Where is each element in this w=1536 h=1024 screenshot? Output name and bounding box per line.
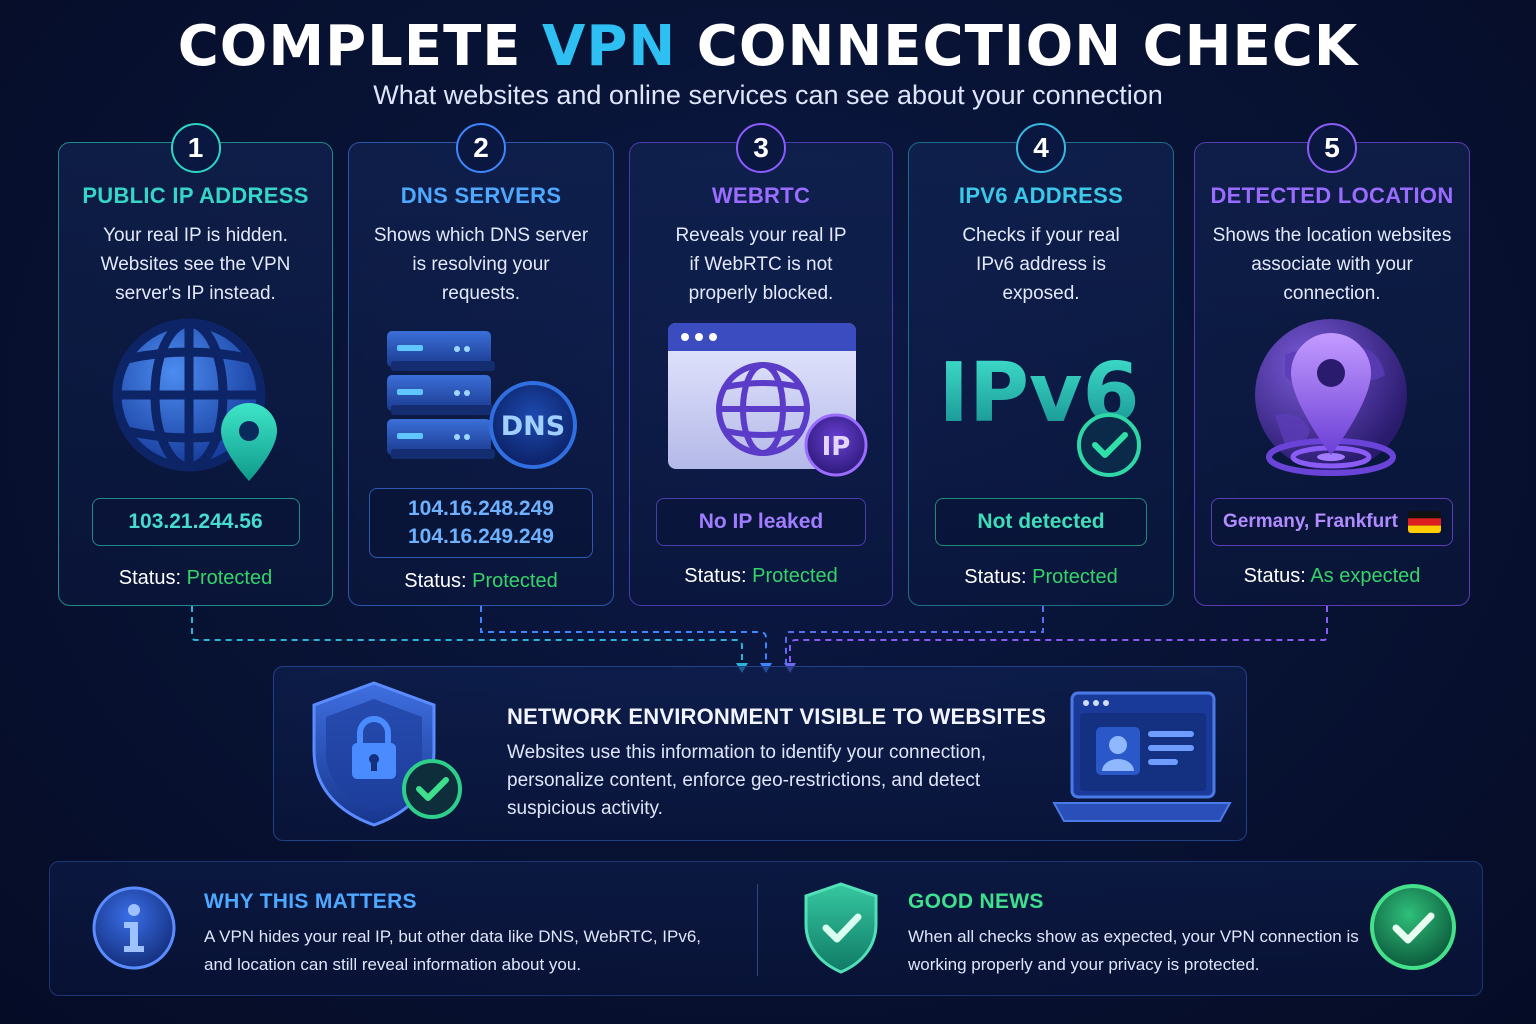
card-dns-servers: 2 DNS SERVERS Shows which DNS server is … — [348, 123, 614, 606]
step-badge: 5 — [1307, 123, 1357, 173]
dns-server-1: 104.16.248.249 — [408, 497, 554, 520]
location-value: Germany, Frankfurt — [1223, 511, 1398, 532]
card-status: Status: Protected — [118, 567, 273, 589]
card-status: Status: Protected — [964, 566, 1118, 588]
card-description: Reveals your real IP if WebRTC is not pr… — [675, 225, 847, 304]
globe-pin-icon — [1195, 315, 1469, 485]
status-value: Protected — [752, 565, 838, 587]
network-environment-panel: NETWORK ENVIRONMENT VISIBLE TO WEBSITES … — [273, 666, 1247, 841]
step-badge: 3 — [736, 123, 786, 173]
dns-value-box: 104.16.248.249 104.16.249.249 — [369, 488, 593, 558]
step-badge: 1 — [170, 123, 221, 173]
card-status: Status: As expected — [1243, 565, 1421, 587]
why-title: WHY THIS MATTERS — [204, 890, 417, 913]
status-value: Protected — [1032, 566, 1118, 588]
card-description: Checks if your real IPv6 address is expo… — [962, 225, 1120, 304]
ipv6-value: Not detected — [977, 510, 1105, 533]
webrtc-value: No IP leaked — [698, 510, 824, 533]
good-news-title: GOOD NEWS — [908, 890, 1044, 913]
bottom-info-panel: WHY THIS MATTERS A VPN hides your real I… — [49, 861, 1483, 996]
public-ip-value: 103.21.244.56 — [128, 510, 263, 533]
dns-server-2: 104.16.249.249 — [408, 525, 554, 548]
shield-lock-check-icon — [304, 679, 474, 829]
card-description: Shows which DNS server is resolving your… — [373, 225, 589, 304]
page-subtitle: What websites and online services can se… — [373, 80, 1163, 110]
card-ipv6: 4 IPV6 ADDRESS Checks if your real IPv6 … — [908, 123, 1174, 606]
dns-icon-text: DNS — [501, 411, 565, 442]
environment-description: Websites use this information to identif… — [507, 742, 987, 819]
divider — [757, 884, 758, 976]
germany-flag-icon — [1407, 511, 1441, 533]
card-title: DETECTED LOCATION — [1210, 183, 1454, 208]
info-icon — [90, 884, 178, 972]
card-title: DNS SERVERS — [400, 183, 562, 208]
card-title: PUBLIC IP ADDRESS — [82, 183, 309, 208]
card-description: Your real IP is hidden. Websites see the… — [100, 225, 291, 304]
webrtc-value-box: No IP leaked — [656, 498, 866, 546]
why-description: A VPN hides your real IP, but other data… — [204, 927, 702, 974]
card-status: Status: Protected — [404, 570, 558, 592]
card-status: Status: Protected — [684, 565, 838, 587]
good-news-description: When all checks show as expected, your V… — [908, 927, 1359, 974]
status-value: As expected — [1310, 565, 1421, 587]
card-public-ip: 1 PUBLIC IP ADDRESS Your real IP is hidd… — [58, 123, 333, 606]
ip-icon-text: IP — [822, 432, 851, 462]
shield-check-icon — [800, 880, 882, 976]
ip-value-box: 103.21.244.56 — [91, 498, 300, 546]
check-circle-icon — [1368, 882, 1458, 972]
laptop-profile-icon — [1050, 689, 1234, 829]
location-value-box: Germany, Frankfurt — [1211, 498, 1453, 546]
card-detected-location: 5 DETECTED LOCATION Shows the location w… — [1194, 123, 1470, 606]
dns-server-icon: DNS — [349, 323, 613, 473]
ipv6-check-icon: IPv6 — [909, 333, 1173, 483]
card-description: Shows the location websites associate wi… — [1212, 225, 1452, 304]
environment-title: NETWORK ENVIRONMENT VISIBLE TO WEBSITES — [507, 704, 1047, 729]
card-webrtc: 3 WEBRTC Reveals your real IP if WebRTC … — [629, 123, 893, 606]
step-badge: 4 — [1016, 123, 1066, 173]
browser-globe-icon: IP — [630, 321, 892, 481]
globe-location-icon — [59, 315, 332, 490]
status-value: Protected — [472, 570, 558, 592]
ipv6-value-box: Not detected — [935, 498, 1147, 546]
card-title: IPV6 ADDRESS — [958, 183, 1124, 208]
step-badge: 2 — [456, 123, 506, 173]
card-title: WEBRTC — [711, 183, 811, 208]
status-value: Protected — [186, 567, 273, 589]
page-title: COMPLETE VPN CONNECTION CHECK — [177, 14, 1359, 79]
